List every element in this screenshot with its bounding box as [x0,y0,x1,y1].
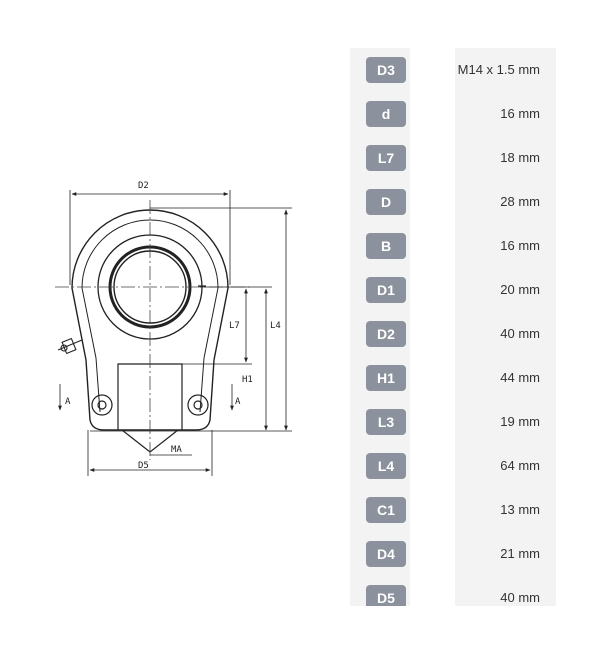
spec-row: D3 M14 x 1.5 mm [350,48,556,92]
dimension-lines [58,190,292,476]
spec-value: 40 mm [500,590,540,605]
spec-value: 64 mm [500,458,540,473]
spec-row: D4 21 mm [350,532,556,576]
spec-row: D1 20 mm [350,268,556,312]
spec-key-badge: D4 [366,541,406,567]
spec-row: L3 19 mm [350,400,556,444]
spec-row: d 16 mm [350,92,556,136]
spec-value: 18 mm [500,150,540,165]
spec-value: 21 mm [500,546,540,561]
spec-key-badge: D [366,189,406,215]
spec-key-badge: C1 [366,497,406,523]
spec-value: 16 mm [500,106,540,121]
dim-label-d2: D2 [138,181,149,191]
spec-row: D2 40 mm [350,312,556,356]
spec-row: D 28 mm [350,180,556,224]
spec-key-badge: L7 [366,145,406,171]
spec-key-badge: H1 [366,365,406,391]
spec-key-badge: L3 [366,409,406,435]
spec-key-badge: d [366,101,406,127]
spec-value-column [455,48,556,606]
dim-label-l4: L4 [270,321,281,331]
spec-row: H1 44 mm [350,356,556,400]
spec-key-badge: D3 [366,57,406,83]
spec-key-badge: D5 [366,585,406,606]
grease-nipple [57,337,83,355]
spec-key-badge: D1 [366,277,406,303]
spec-value: 16 mm [500,238,540,253]
spec-value: M14 x 1.5 mm [457,62,540,77]
spec-value: 13 mm [500,502,540,517]
spec-value: 19 mm [500,414,540,429]
spec-table: D3 M14 x 1.5 mm d 16 mm L7 18 mm D 28 mm… [350,48,556,606]
spec-row: D5 40 mm [350,576,556,606]
dim-label-h1: H1 [242,375,253,385]
spec-value: 20 mm [500,282,540,297]
dim-label-d5: D5 [138,461,149,471]
section-label-a-left: A [65,397,71,407]
spec-value: 28 mm [500,194,540,209]
spec-row: C1 13 mm [350,488,556,532]
spec-row: L4 64 mm [350,444,556,488]
clamp-bolts [91,394,209,416]
spec-row: L7 18 mm [350,136,556,180]
dim-label-ma: MA [171,445,182,455]
rod-end-technical-drawing: D2 L7 L4 H1 A A MA D5 [55,181,292,476]
center-lines [55,200,250,460]
dim-label-l7: L7 [229,321,240,331]
spec-row: B 16 mm [350,224,556,268]
spec-key-badge: B [366,233,406,259]
section-label-a-right: A [235,397,241,407]
spec-key-badge: D2 [366,321,406,347]
spec-key-badge: L4 [366,453,406,479]
spec-value: 40 mm [500,326,540,341]
spec-value: 44 mm [500,370,540,385]
